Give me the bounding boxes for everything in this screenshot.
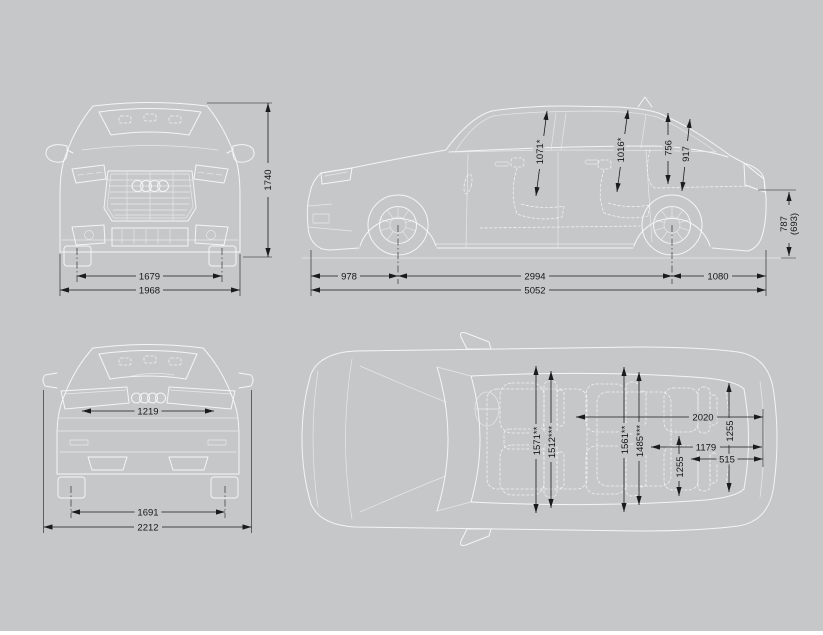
front-track-label: 1679 [139,271,160,282]
rear-view-dimensions: 1219 1691 2212 [43,390,252,533]
top-shoulder-rear-label: 1485*** [635,425,646,458]
rear-view-car-art [42,344,254,499]
top-load-length-floor-label: 1179 [696,442,716,453]
front-width-label: 1968 [139,285,160,296]
side-rear-compartment-height-label: 756 [664,140,675,156]
top-steering-wheel [474,391,500,427]
front-left-mirror [45,144,74,163]
front-view-dimensions: 1740 1679 1968 [59,102,274,296]
side-load-sill-height-label: 787 [779,216,790,232]
rear-right-mirror [238,372,254,389]
top-right-mirror [460,528,492,546]
top-load-length-max-label: 2020 [692,412,713,423]
side-rear-overhang-label: 1080 [707,271,728,282]
top-elbow-rear-label: 1561** [620,425,631,454]
rear-track-label: 1691 [137,507,158,518]
side-headroom-rear-label: 1016* [616,137,627,162]
side-front-overhang-label: 978 [341,271,357,282]
front-right-tire [208,245,237,267]
rear-right-tire [210,476,239,499]
rear-taillights [60,386,236,410]
side-load-sill-height-alt-label: (693) [789,213,800,235]
front-grille [103,170,197,222]
front-lower-intake [111,227,189,247]
front-view: 1740 1679 1968 [45,102,274,296]
top-left-mirror [460,332,492,350]
top-shoulder-front-label: 1512*** [547,426,558,459]
side-interior-dashed [463,149,751,229]
side-view-car-art [301,96,797,259]
rear-left-tire [57,476,86,499]
front-view-car-art [45,102,255,267]
side-load-area-height-label: 917 [681,146,692,162]
rear-width-mirrors-label: 2212 [137,522,158,533]
front-left-tire [63,245,92,267]
front-foglights [71,224,229,246]
side-length-label: 5052 [524,285,545,296]
top-view-dimensions: 1571** 1512*** 1561** 1485*** 2020 1179 … [530,366,764,513]
front-right-mirror [226,144,255,163]
rear-left-mirror [42,372,58,389]
rear-tailgate-width-label: 1219 [137,406,158,417]
rear-audi-rings [131,392,166,404]
top-load-width-upper-label: 1255 [725,420,736,441]
panorama-roof-rear [596,391,672,487]
side-headroom-front-label: 1071* [535,139,546,164]
top-load-width-lower-label: 1255 [675,456,686,477]
front-headlights [71,164,229,184]
front-height-label: 1740 [263,169,274,190]
top-elbow-front-label: 1571** [532,426,543,455]
side-view-dimensions: 978 2994 1080 5052 1071* 1016* 756 917 7… [310,109,800,296]
rear-view: 1219 1691 2212 [42,344,254,533]
side-wheelbase-label: 2994 [524,271,545,282]
top-width-between-arches-label: 515 [719,454,735,465]
rear-exhausts [87,456,209,471]
front-audi-rings [131,180,169,192]
top-view: 1571** 1512*** 1561** 1485*** 2020 1179 … [301,332,778,546]
side-view: 978 2994 1080 5052 1071* 1016* 756 917 7… [301,96,800,296]
